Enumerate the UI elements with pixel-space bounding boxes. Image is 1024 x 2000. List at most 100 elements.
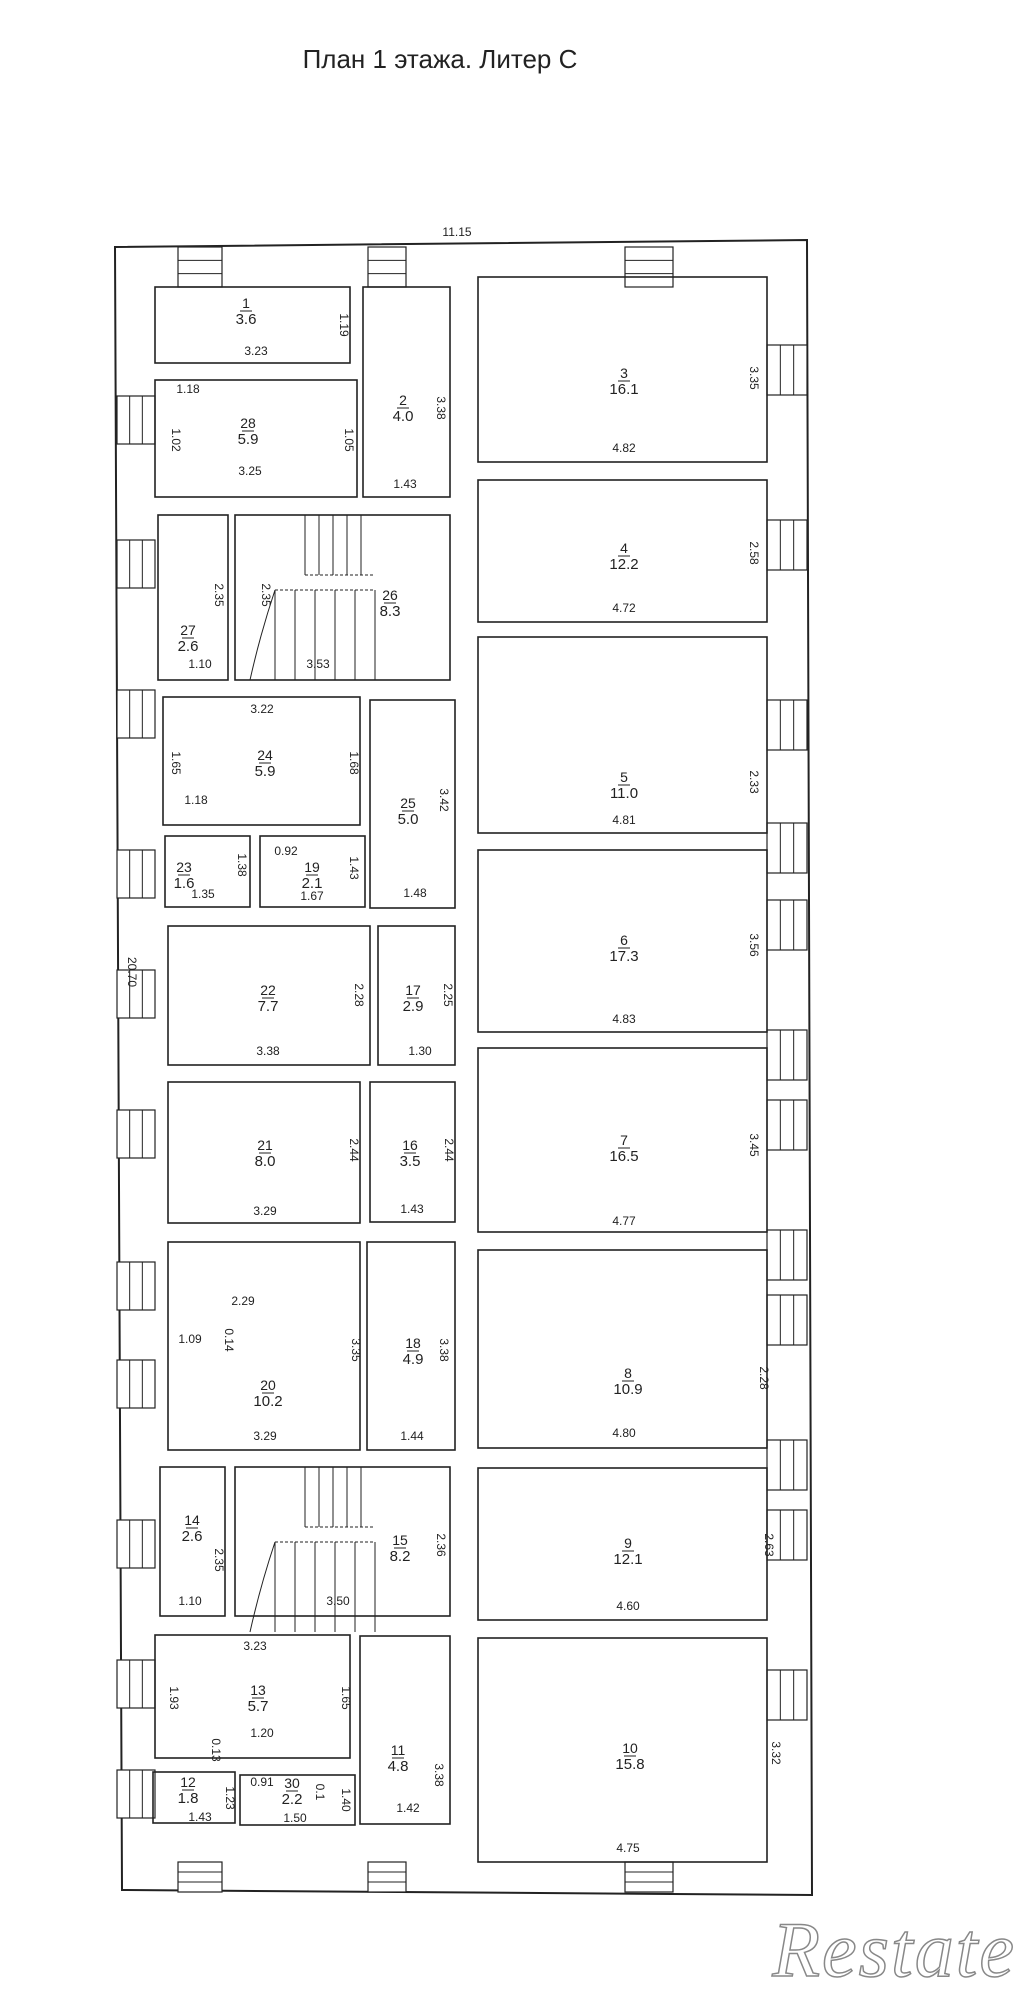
- dimension-label: 3.25: [238, 464, 262, 478]
- room-30: 302.20.911.401.500.1: [239, 1774, 356, 1826]
- room-outline: [362, 286, 451, 498]
- dimension-label: 4.83: [612, 1012, 636, 1026]
- room-number: 2: [399, 392, 407, 408]
- room-area: 7.7: [258, 998, 279, 1015]
- dimension-label: 1.44: [400, 1429, 424, 1443]
- window: [766, 899, 808, 951]
- dimension-label: 4.77: [612, 1214, 636, 1228]
- room-outline: [377, 925, 456, 1066]
- room-outline: [477, 1637, 768, 1863]
- dimension-label: 1.10: [178, 1594, 202, 1608]
- room-area: 2.1: [302, 875, 323, 892]
- room-area: 17.3: [609, 948, 638, 965]
- room-outline: [164, 835, 251, 908]
- dimension-label: 4.80: [612, 1426, 636, 1440]
- dimension-label: 0.1: [313, 1784, 327, 1801]
- room-number: 27: [180, 622, 196, 638]
- window: [116, 1109, 156, 1159]
- room-area: 4.9: [403, 1351, 424, 1368]
- dimension-label: 1.68: [347, 751, 361, 775]
- room-6: 617.3 3.56 4.83: [477, 849, 768, 1033]
- dimension-label: 3.23: [243, 1639, 267, 1653]
- dimension-label: 2.33: [747, 770, 761, 794]
- room-number: 11: [391, 1742, 406, 1758]
- dimension-label: 1.43: [400, 1202, 424, 1216]
- dimension-label: 1.65: [339, 1686, 353, 1710]
- dimension-label: 1.18: [184, 793, 208, 807]
- dimension-label: 1.23: [223, 1786, 237, 1810]
- window: [116, 1519, 156, 1569]
- dimension-label: 2.25: [441, 983, 455, 1007]
- room-outline: [154, 1634, 351, 1759]
- dimension-label: 0.13: [209, 1738, 223, 1762]
- window: [116, 1359, 156, 1409]
- dimension-label: 3.38: [256, 1044, 280, 1058]
- window: [766, 1029, 808, 1081]
- windows: [116, 246, 808, 1893]
- room-number: 28: [240, 415, 256, 431]
- room-outline: [477, 849, 768, 1033]
- room-outline: [154, 379, 358, 498]
- dimension-label: 2.35: [259, 583, 273, 607]
- room-number: 6: [620, 932, 628, 948]
- room-area: 1.6: [174, 875, 195, 892]
- window: [766, 1229, 808, 1281]
- dimension-label: 2.58: [747, 541, 761, 565]
- dimension-label: 1.48: [403, 886, 427, 900]
- window: [766, 1439, 808, 1491]
- window: [177, 246, 223, 288]
- room-area: 8.3: [380, 603, 401, 620]
- dimension-label: 0.92: [274, 844, 298, 858]
- room-area: 12.1: [613, 1551, 642, 1568]
- room-number: 7: [620, 1132, 628, 1148]
- room-19: 192.10.921.431.67: [259, 835, 366, 908]
- room-25: 255.03.421.48: [369, 699, 456, 909]
- staircase: [249, 1467, 376, 1633]
- room-number: 23: [176, 859, 192, 875]
- room-number: 20: [260, 1377, 276, 1393]
- dimension-label: 2.63: [762, 1533, 776, 1557]
- room-number: 16: [402, 1137, 418, 1153]
- dimension-label: 1.65: [169, 751, 183, 775]
- window: [116, 969, 156, 1019]
- dimension-label: 2.44: [442, 1138, 456, 1162]
- dimension-label: 3.50: [326, 1594, 350, 1608]
- window: [766, 344, 808, 396]
- room-outline: [477, 479, 768, 623]
- dimension-label: 3.45: [747, 1133, 761, 1157]
- dimension-label: 1.67: [300, 889, 324, 903]
- room-23: 231.6 1.38 1.35: [164, 835, 251, 908]
- dimension-label: 3.53: [306, 657, 330, 671]
- room-outline: [366, 1241, 456, 1451]
- dimension-label: 1.43: [188, 1810, 212, 1824]
- room-outline: [239, 1774, 356, 1826]
- window: [766, 1294, 808, 1346]
- dimension-label: 1.18: [176, 382, 200, 396]
- room-outline: [234, 1466, 451, 1617]
- room-outline: [157, 514, 229, 681]
- room-outline: [477, 276, 768, 463]
- dimension-label: 2.44: [347, 1138, 361, 1162]
- window: [766, 822, 808, 874]
- room-number: 3: [620, 365, 628, 381]
- room-number: 19: [304, 859, 320, 875]
- dimension-label: 2.29: [231, 1294, 255, 1308]
- dimension-label: 1.30: [408, 1044, 432, 1058]
- dimension-label: 1.38: [235, 853, 249, 877]
- overall-length-label: 20.70: [125, 957, 139, 987]
- room-number: 5: [620, 769, 628, 785]
- room-number: 22: [260, 982, 276, 998]
- dimension-label: 4.81: [612, 813, 636, 827]
- dimension-label: 2.35: [212, 583, 226, 607]
- dimension-label: 1.35: [191, 887, 215, 901]
- room-number: 4: [620, 540, 628, 556]
- room-number: 13: [250, 1682, 266, 1698]
- dimension-label: 3.56: [747, 933, 761, 957]
